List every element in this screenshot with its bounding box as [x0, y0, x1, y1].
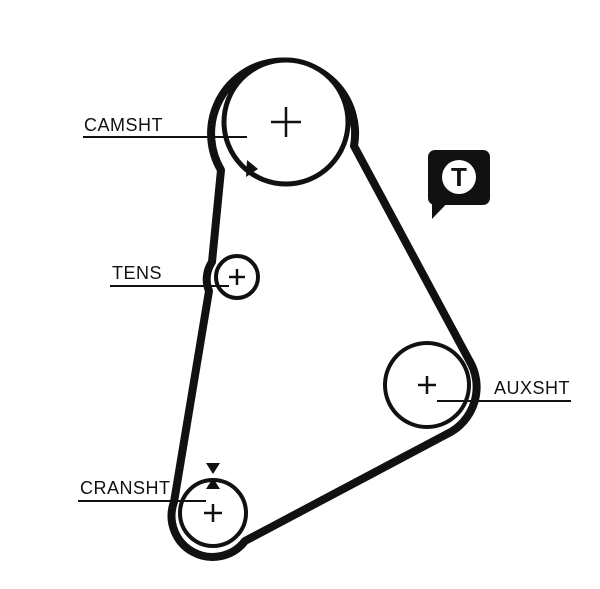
auxshaft-label: AUXSHT	[494, 378, 570, 398]
timing-belt	[167, 57, 481, 561]
tensioner-badge-letter: T	[451, 162, 467, 192]
crankshaft-timing-mark-arrow-up-icon	[206, 478, 220, 489]
camshaft-label: CAMSHT	[84, 115, 163, 135]
tensioner-label: TENS	[112, 263, 162, 283]
crankshaft-label: CRANSHT	[80, 478, 171, 498]
tensioner-badge: T	[428, 150, 490, 219]
crankshaft-timing-mark-arrow-down-icon	[206, 463, 220, 474]
camshaft-timing-mark-arrow-icon	[246, 160, 258, 177]
tensioner-badge-circle	[442, 160, 476, 194]
